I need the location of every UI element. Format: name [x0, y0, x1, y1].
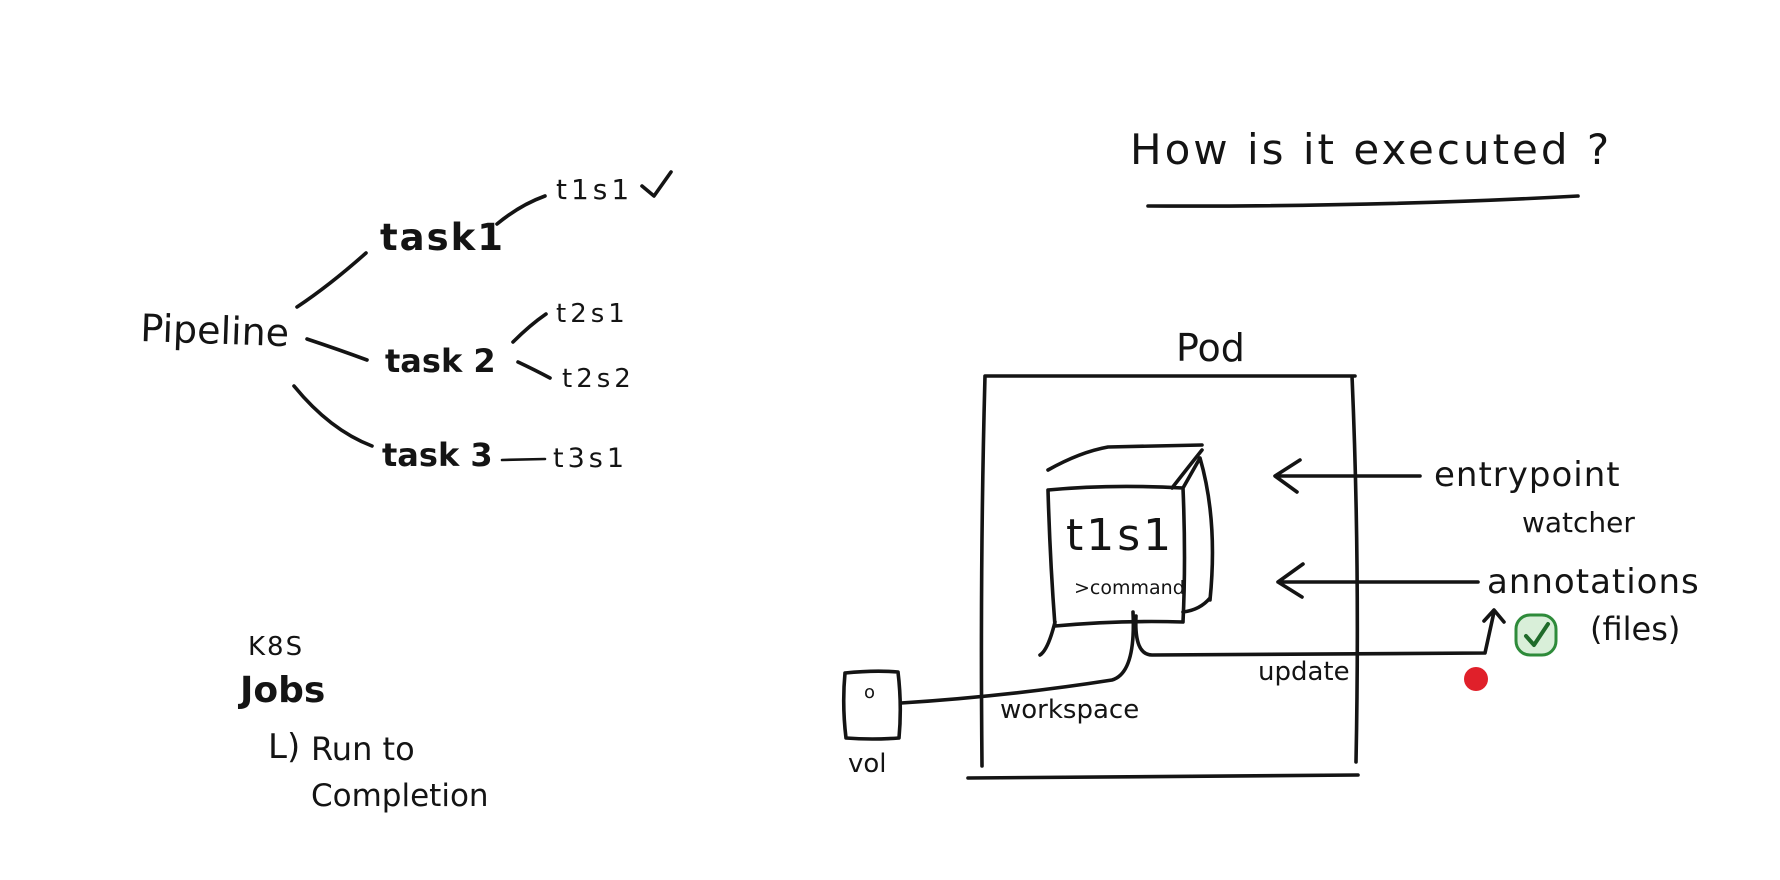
task1-step-line [495, 194, 547, 226]
container-cube-icon [1038, 443, 1215, 657]
task1-label: task1 [380, 216, 505, 259]
success-check-icon [1514, 613, 1558, 657]
task2-step-2: t2s2 [562, 364, 635, 394]
heading-title: How is it executed ? [1130, 125, 1612, 174]
workspace-connection [899, 610, 1136, 705]
task2-step2-line [516, 360, 552, 380]
watcher-label: watcher [1522, 506, 1635, 539]
volume-label: vol [848, 749, 887, 779]
volume-mark: o [864, 682, 875, 703]
task3-step-line [500, 457, 547, 462]
pod-diagram: Pod t1s1 >command entrypoint watcher ann… [841, 326, 1700, 780]
entrypoint-arrow [1273, 458, 1422, 494]
jobs-label: Jobs [237, 670, 325, 711]
container-label: t1s1 [1066, 510, 1174, 561]
pipeline-root-label: Pipeline [140, 306, 290, 355]
pod-box [966, 374, 1360, 780]
branch-line-task1 [295, 251, 368, 309]
workspace-label: workspace [1000, 695, 1139, 725]
annotations-arrow [1276, 562, 1480, 599]
task3-step-1: t3s1 [553, 443, 628, 474]
annotations-label: annotations [1487, 562, 1700, 602]
command-label: >command [1074, 577, 1185, 599]
branch-line-task2 [305, 337, 369, 362]
k8s-label: K8S [248, 632, 304, 662]
pointer-dot-icon [1464, 667, 1488, 691]
heading-underline [1146, 194, 1580, 208]
files-label: (files) [1590, 610, 1680, 648]
run-arrow-glyph: L) [268, 727, 300, 767]
task2-step-1: t2s1 [556, 299, 629, 329]
update-path [1134, 608, 1506, 657]
pod-label: Pod [1176, 326, 1245, 370]
branch-line-task3 [292, 384, 374, 448]
heading: How is it executed ? [1130, 125, 1612, 208]
pipeline-tree: Pipeline task1 t1s1 task 2 t2s1 t2s2 tas… [140, 170, 673, 474]
completion-label: Completion [311, 778, 489, 814]
task3-label: task 3 [382, 436, 493, 474]
update-label: update [1258, 657, 1350, 687]
task1-step-1: t1s1 [556, 173, 633, 206]
entrypoint-label: entrypoint [1434, 455, 1621, 495]
k8s-note: K8S Jobs L) Run to Completion [237, 632, 489, 814]
task2-label: task 2 [385, 342, 496, 380]
task2-step1-line [511, 312, 548, 344]
task1-done-checkmark-icon [640, 170, 673, 198]
run-to-label: Run to [311, 730, 415, 768]
volume-box-icon [841, 669, 903, 741]
